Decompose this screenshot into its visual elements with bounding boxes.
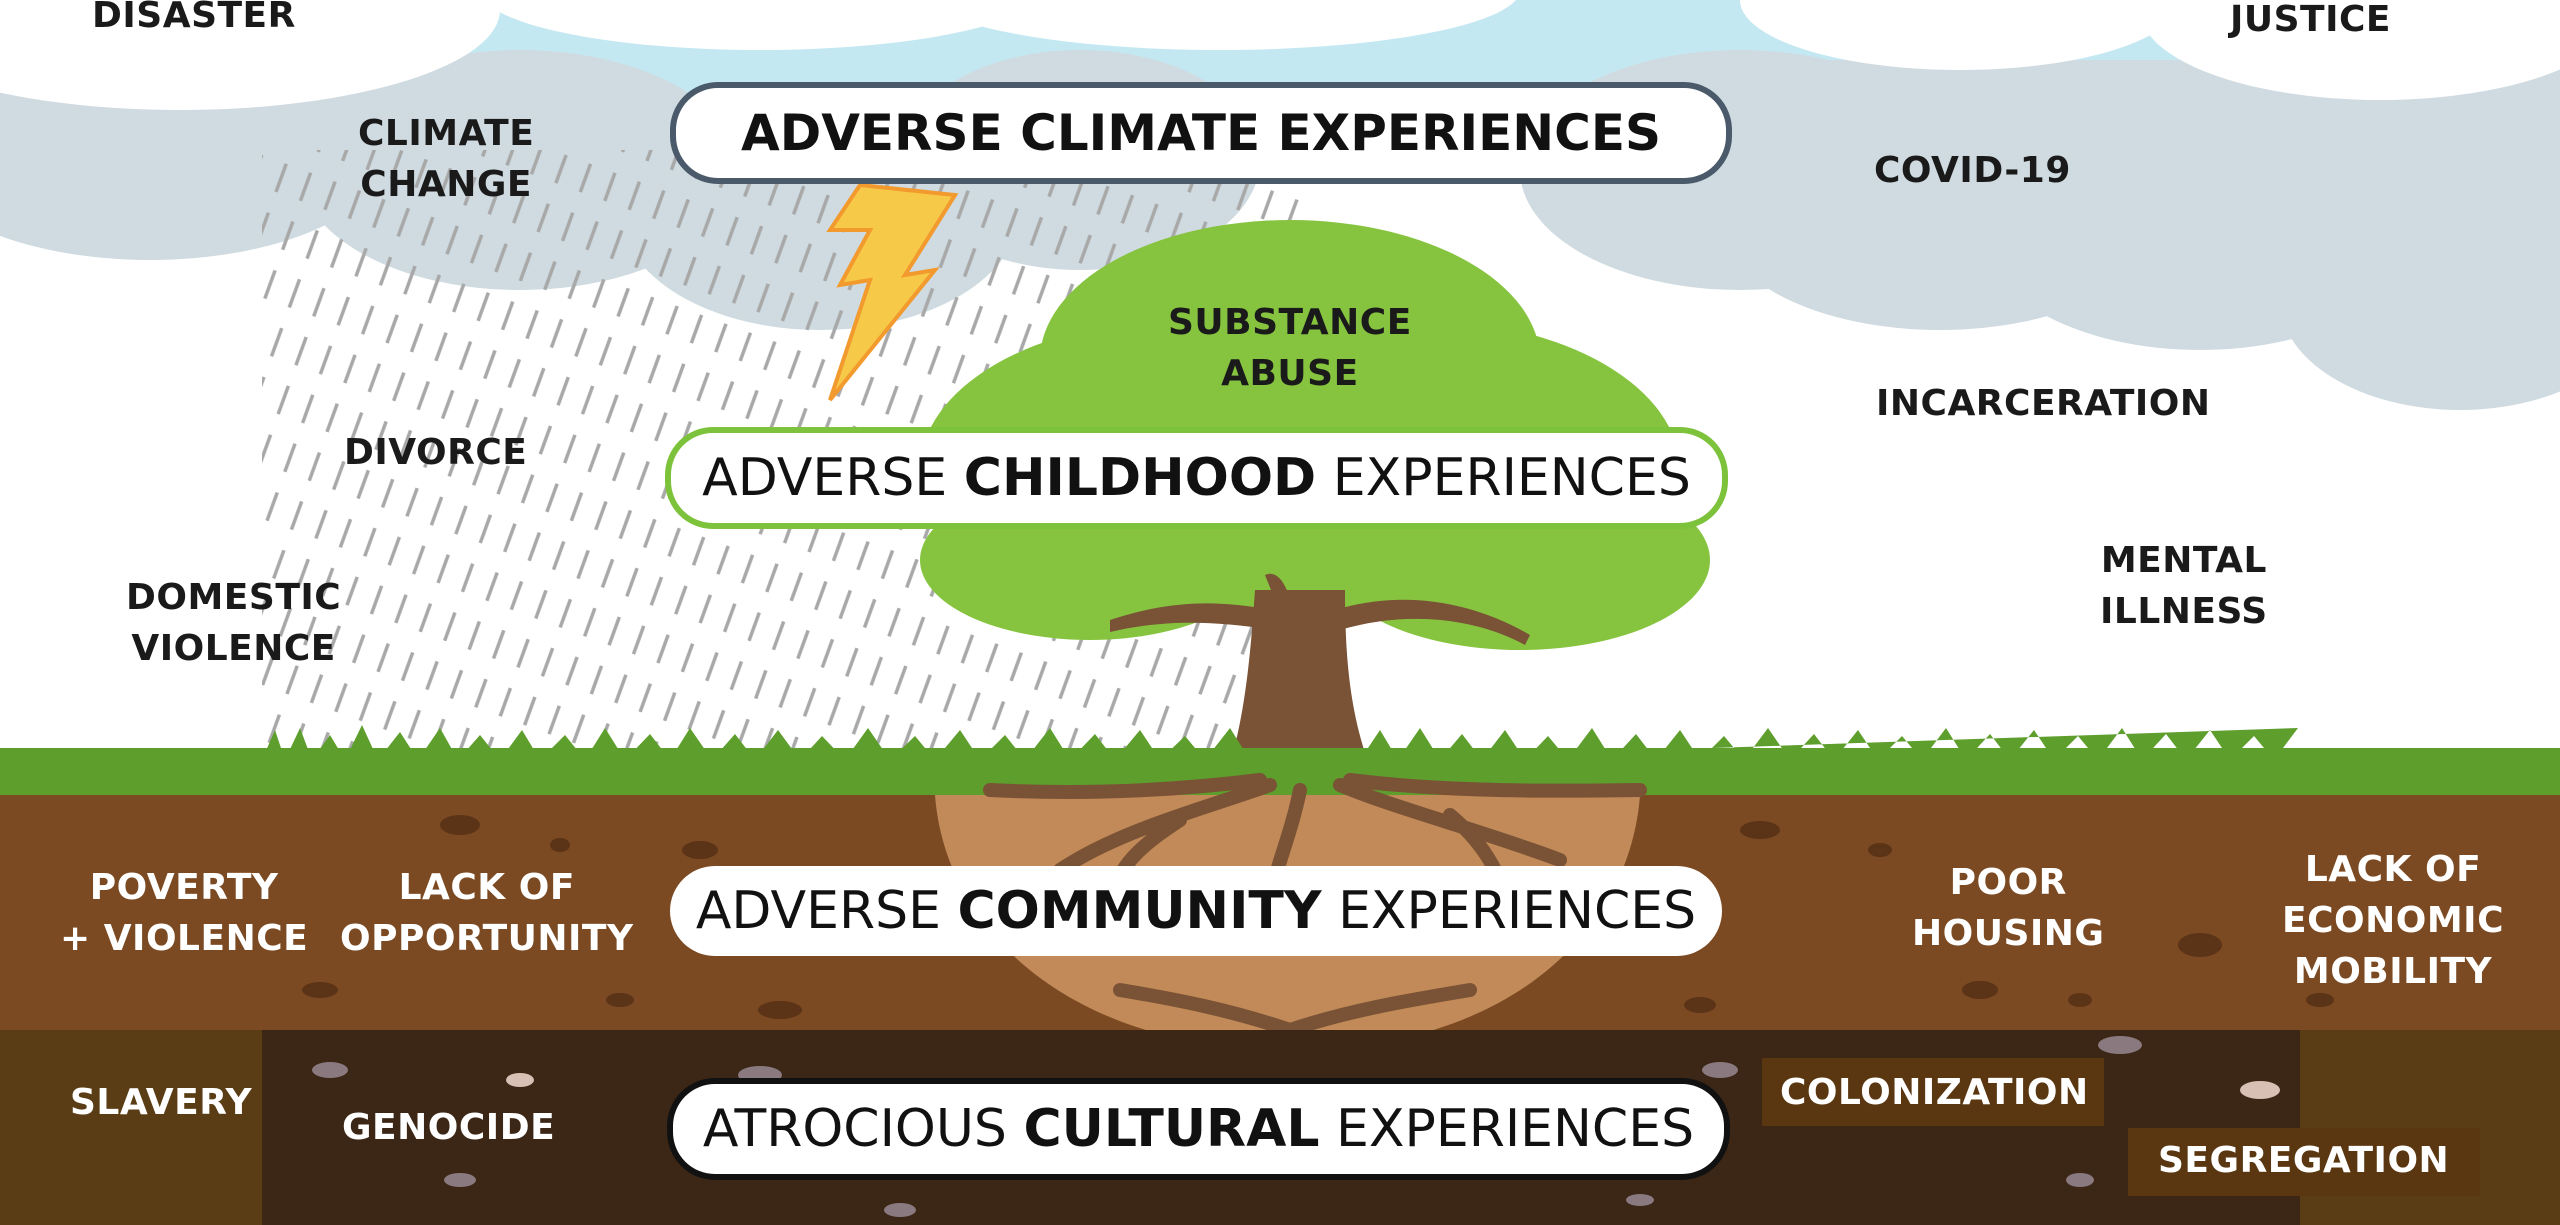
label-genocide: GENOCIDE (342, 1107, 556, 1148)
label-justice: JUSTICE (2230, 0, 2392, 40)
colonization-tag-box (1762, 1058, 2104, 1126)
label-divorce: DIVORCE (344, 432, 528, 473)
label-incarceration: INCARCERATION (1876, 383, 2211, 424)
segregation-tag-box (2128, 1128, 2480, 1196)
banner-community-bold: COMMUNITY (957, 881, 1322, 941)
lightning-bolt (826, 182, 959, 402)
label-slavery: SLAVERY (70, 1082, 253, 1123)
banner-childhood-post: EXPERIENCES (1316, 448, 1691, 508)
banner-adverse-childhood-experiences: ADVERSE CHILDHOOD EXPERIENCES (665, 427, 1728, 529)
label-segregation: SEGREGATION (2158, 1140, 2450, 1181)
banner-community-post: EXPERIENCES (1321, 881, 1697, 941)
banner-climate-text: ADVERSE CLIMATE EXPERIENCES (741, 104, 1661, 162)
banner-atrocious-cultural-experiences: ATROCIOUS CULTURAL EXPERIENCES (667, 1078, 1730, 1180)
tree-trunk (1110, 573, 1530, 780)
banner-cultural-pre: ATROCIOUS (702, 1099, 1024, 1159)
label-colonization: COLONIZATION (1780, 1072, 2089, 1113)
banner-community-pre: ADVERSE (695, 881, 958, 941)
cloud-layer-front (0, 0, 2560, 110)
banner-cultural-bold: CULTURAL (1023, 1099, 1320, 1159)
banner-cultural-post: EXPERIENCES (1319, 1099, 1695, 1159)
tree-roots (983, 773, 1647, 1037)
bedrock-left-block (0, 1030, 262, 1225)
banner-childhood-bold: CHILDHOOD (963, 448, 1317, 508)
banner-adverse-community-experiences: ADVERSE COMMUNITY EXPERIENCES (670, 866, 1722, 956)
label-covid: COVID-19 (1874, 150, 2071, 191)
label-disaster: DISASTER (92, 0, 296, 36)
banner-adverse-climate-experiences: ADVERSE CLIMATE EXPERIENCES (670, 82, 1732, 184)
grass-blades (262, 725, 2298, 760)
soil-pebbles (302, 815, 2334, 1019)
label-poverty-violence: POVERTY+ VIOLENCE (60, 867, 309, 959)
banner-childhood-pre: ADVERSE (702, 448, 964, 508)
